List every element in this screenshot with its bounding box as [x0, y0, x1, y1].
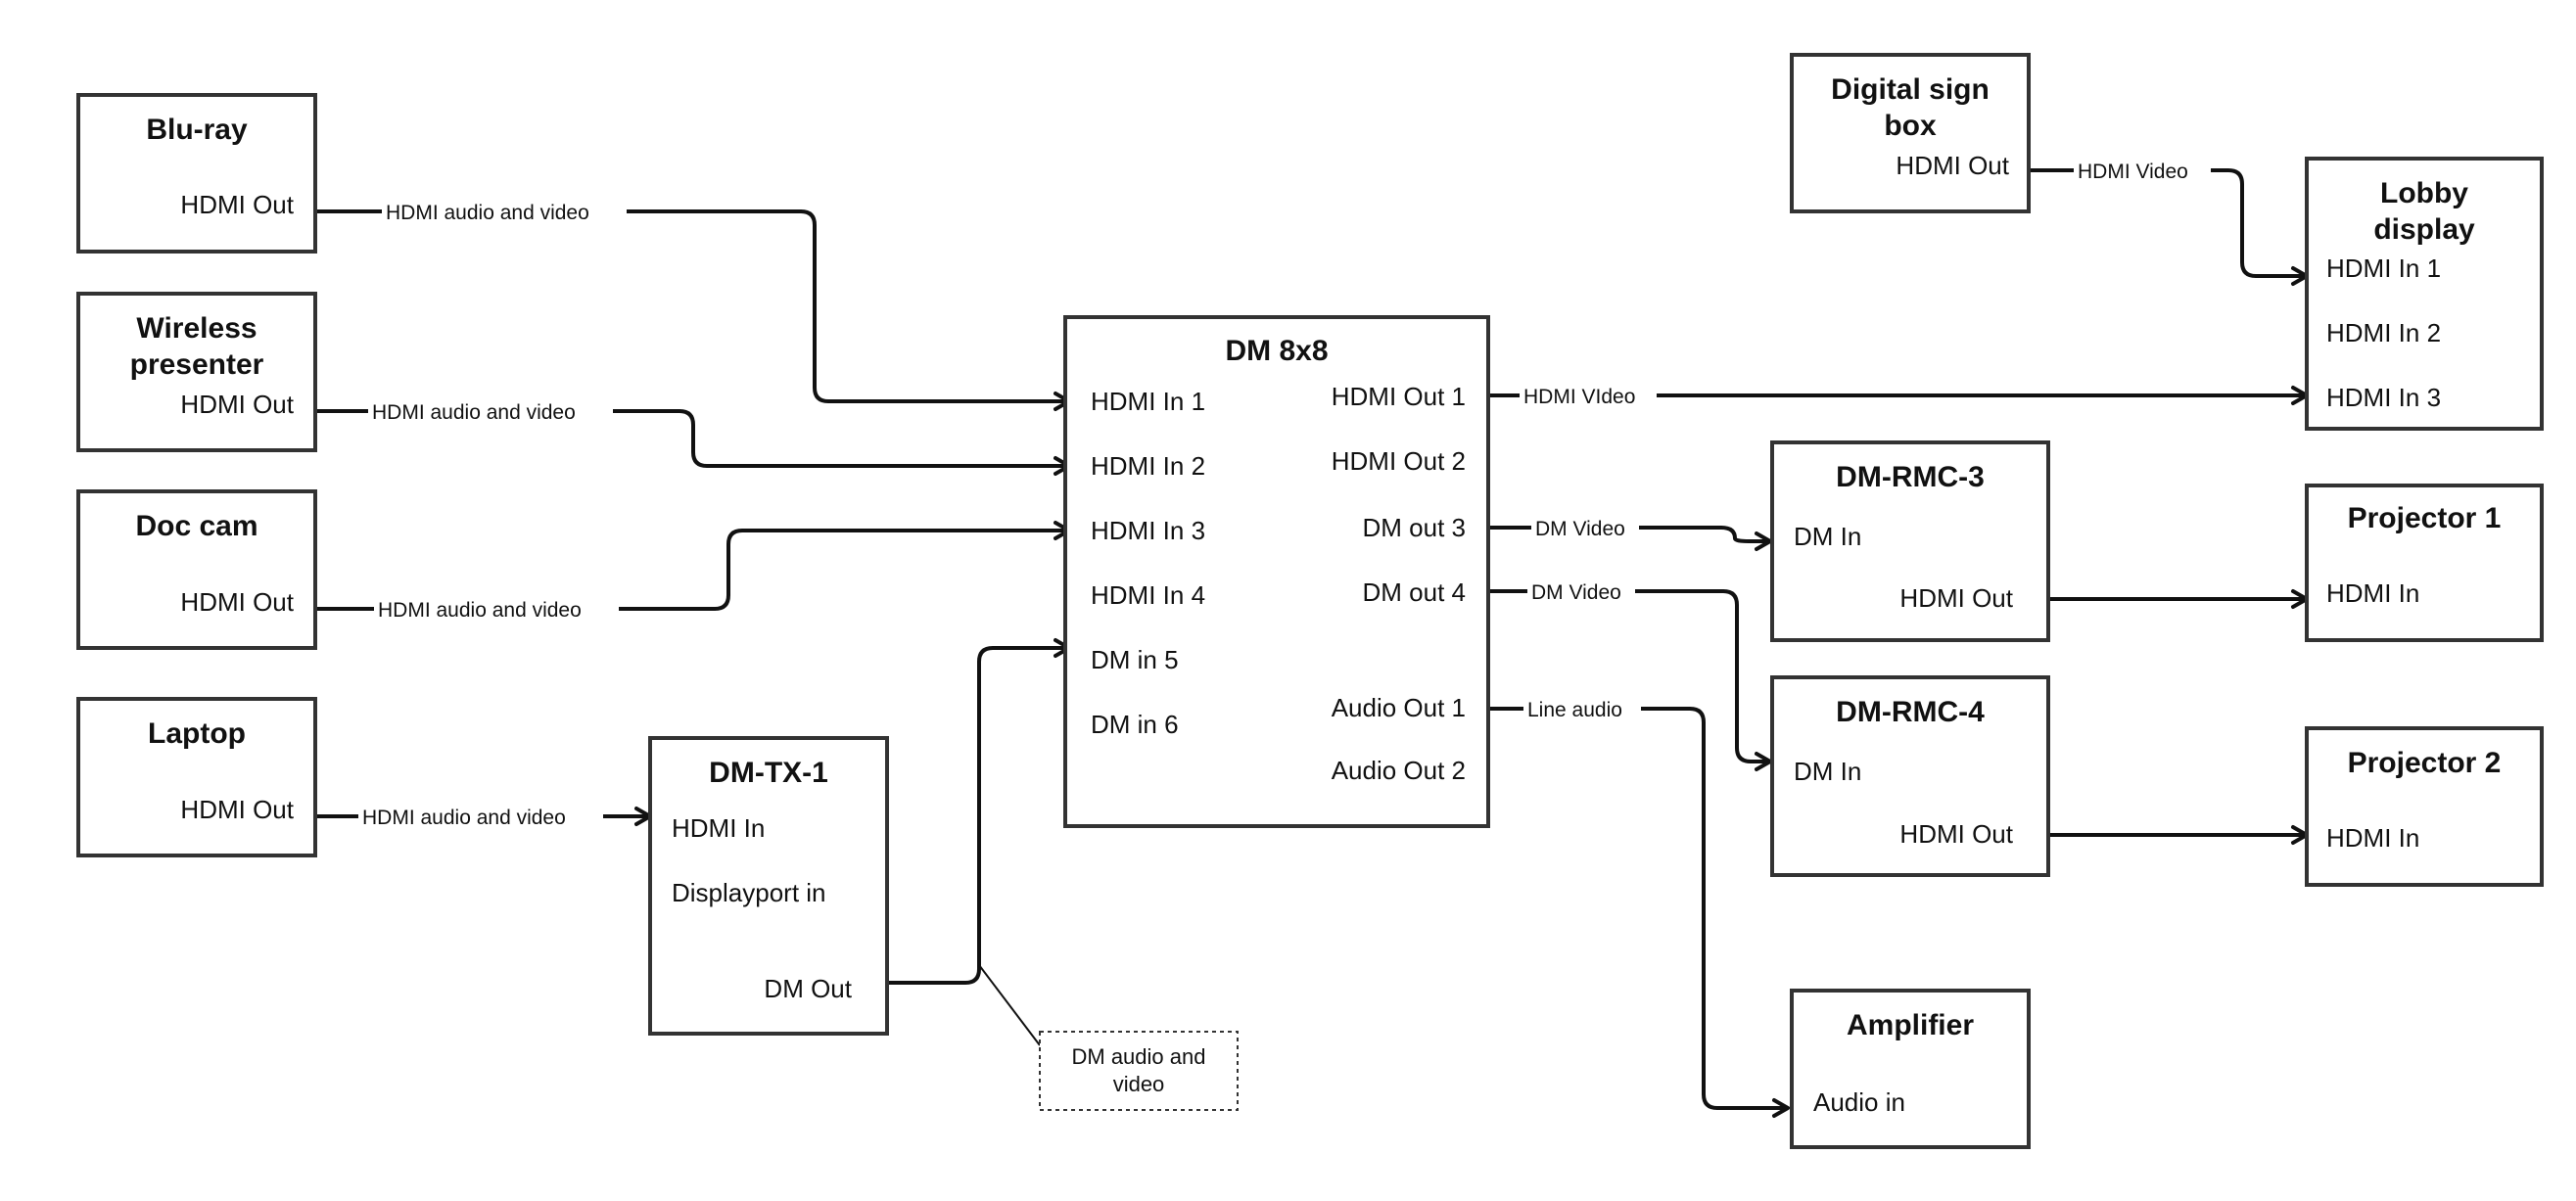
node-lobby-title-line-1: Lobby: [2380, 177, 2468, 209]
node-projector-1[interactable]: Projector 1 HDMI In: [2305, 484, 2544, 642]
note-text-line-1: DM audio and: [1072, 1044, 1206, 1069]
port-dm-8x8-audio-out-2[interactable]: Audio Out 2: [1332, 756, 1466, 785]
port-amplifier-audio-in[interactable]: Audio in: [1813, 1087, 1905, 1117]
arrowhead-amplifier-audio-in: [1772, 1098, 1790, 1118]
node-lobby-display[interactable]: Lobby display HDMI In 1 HDMI In 2 HDMI I…: [2305, 157, 2544, 431]
node-rmc-3-title: DM-RMC-3: [1836, 461, 1985, 493]
wire-audio-out-1-to-amplifier[interactable]: [1488, 707, 1784, 1110]
port-lobby-hdmi-in-2[interactable]: HDMI In 2: [2326, 318, 2441, 347]
edge-label-dm-out-4: DM Video: [1531, 581, 1621, 604]
wire-dm-out-4-to-rmc-4[interactable]: [1488, 589, 1766, 763]
port-laptop-hdmi-out[interactable]: HDMI Out: [180, 795, 294, 824]
port-rmc-4-dm-in[interactable]: DM In: [1794, 757, 1861, 786]
edge-label-hdmi-out-1: HDMI VIdeo: [1523, 386, 1635, 408]
edge-label-bluray: HDMI audio and video: [386, 202, 589, 224]
node-rmc-4-title: DM-RMC-4: [1836, 696, 1985, 728]
node-signbox-title-line-1: Digital sign: [1831, 73, 1990, 106]
port-dm-8x8-hdmi-in-2[interactable]: HDMI In 2: [1091, 451, 1205, 481]
port-dm-8x8-hdmi-in-3[interactable]: HDMI In 3: [1091, 516, 1205, 545]
node-bluray-title: Blu-ray: [146, 114, 248, 146]
node-wireless-presenter[interactable]: Wireless presenter HDMI Out: [76, 292, 317, 452]
port-projector-1-hdmi-in[interactable]: HDMI In: [2326, 578, 2419, 608]
port-projector-2-hdmi-in[interactable]: HDMI In: [2326, 823, 2419, 853]
port-dm-8x8-dm-in-5[interactable]: DM in 5: [1091, 645, 1179, 674]
port-wireless-hdmi-out[interactable]: HDMI Out: [180, 390, 294, 419]
port-dm-8x8-hdmi-in-4[interactable]: HDMI In 4: [1091, 580, 1205, 610]
port-dm-tx-1-dm-out[interactable]: DM Out: [764, 974, 852, 1003]
note-text-line-2: video: [1113, 1072, 1165, 1096]
wire-dm-tx-1-to-dm-in-5[interactable]: [887, 646, 1065, 985]
wire-dm-out-3-to-rmc-3[interactable]: [1488, 526, 1766, 543]
node-amplifier-title: Amplifier: [1847, 1009, 1974, 1041]
node-doccam-title: Doc cam: [135, 510, 258, 542]
node-dm-tx-1-title: DM-TX-1: [709, 757, 828, 789]
wire-sign-box-to-lobby[interactable]: [2029, 168, 2303, 278]
edge-label-sign-box: HDMI Video: [2078, 161, 2188, 183]
port-rmc-3-dm-in[interactable]: DM In: [1794, 522, 1861, 551]
port-dm-8x8-hdmi-in-1[interactable]: HDMI In 1: [1091, 387, 1205, 416]
port-doccam-hdmi-out[interactable]: HDMI Out: [180, 587, 294, 617]
node-projector-2[interactable]: Projector 2 HDMI In: [2305, 726, 2544, 887]
port-bluray-hdmi-out[interactable]: HDMI Out: [180, 190, 294, 219]
node-signbox-title-line-2: box: [1884, 110, 1937, 142]
port-dm-8x8-dm-out-4[interactable]: DM out 4: [1363, 577, 1467, 607]
node-lobby-title-line-2: display: [2373, 213, 2475, 246]
port-rmc-3-hdmi-out[interactable]: HDMI Out: [1899, 583, 2013, 613]
node-laptop-title: Laptop: [148, 717, 246, 750]
node-projector-2-title: Projector 2: [2348, 747, 2502, 779]
node-dm-tx-1[interactable]: DM-TX-1 HDMI In Displayport in DM Out: [648, 736, 889, 1036]
edge-label-wireless: HDMI audio and video: [372, 401, 576, 424]
node-dm-8x8[interactable]: DM 8x8 HDMI In 1 HDMI In 2 HDMI In 3 HDM…: [1063, 315, 1490, 828]
node-bluray[interactable]: Blu-ray HDMI Out: [76, 93, 317, 254]
node-laptop[interactable]: Laptop HDMI Out: [76, 697, 317, 857]
port-dm-8x8-audio-out-1[interactable]: Audio Out 1: [1332, 693, 1466, 722]
wire-bluray-to-hdmi-in-1[interactable]: [315, 209, 1065, 403]
port-dm-8x8-hdmi-out-2[interactable]: HDMI Out 2: [1332, 446, 1466, 476]
note-dm-audio-video: DM audio and video: [1039, 1031, 1239, 1111]
port-dm-8x8-dm-out-3[interactable]: DM out 3: [1363, 513, 1467, 542]
port-dm-tx-1-hdmi-in[interactable]: HDMI In: [672, 813, 765, 843]
node-wireless-title-line-2: presenter: [130, 348, 264, 381]
node-dm-8x8-title: DM 8x8: [1225, 335, 1328, 367]
edge-labels: HDMI audio and video HDMI audio and vide…: [358, 157, 2211, 830]
edge-label-dm-out-3: DM Video: [1535, 518, 1625, 540]
node-dm-rmc-4[interactable]: DM-RMC-4 DM In HDMI Out: [1770, 675, 2050, 877]
node-digital-sign-box[interactable]: Digital sign box HDMI Out: [1790, 53, 2031, 213]
node-amplifier[interactable]: Amplifier Audio in: [1790, 989, 2031, 1149]
wire-wireless-to-hdmi-in-2[interactable]: [315, 409, 1065, 468]
port-lobby-hdmi-in-1[interactable]: HDMI In 1: [2326, 254, 2441, 283]
port-dm-8x8-hdmi-out-1[interactable]: HDMI Out 1: [1332, 382, 1466, 411]
port-dm-tx-1-displayport-in[interactable]: Displayport in: [672, 878, 826, 907]
wire-doccam-to-hdmi-in-3[interactable]: [315, 529, 1065, 611]
node-doc-cam[interactable]: Doc cam HDMI Out: [76, 489, 317, 650]
edge-label-doccam: HDMI audio and video: [378, 599, 582, 622]
node-wireless-title-line-1: Wireless: [136, 312, 257, 345]
node-projector-1-title: Projector 1: [2348, 502, 2502, 534]
port-lobby-hdmi-in-3[interactable]: HDMI In 3: [2326, 383, 2441, 412]
note-leader-line: [978, 964, 1041, 1046]
edge-label-laptop: HDMI audio and video: [362, 807, 566, 829]
port-rmc-4-hdmi-out[interactable]: HDMI Out: [1899, 819, 2013, 849]
edge-label-audio-out-1: Line audio: [1527, 699, 1622, 721]
port-signbox-hdmi-out[interactable]: HDMI Out: [1896, 151, 2009, 180]
node-dm-rmc-3[interactable]: DM-RMC-3 DM In HDMI Out: [1770, 440, 2050, 642]
port-dm-8x8-dm-in-6[interactable]: DM in 6: [1091, 710, 1179, 739]
